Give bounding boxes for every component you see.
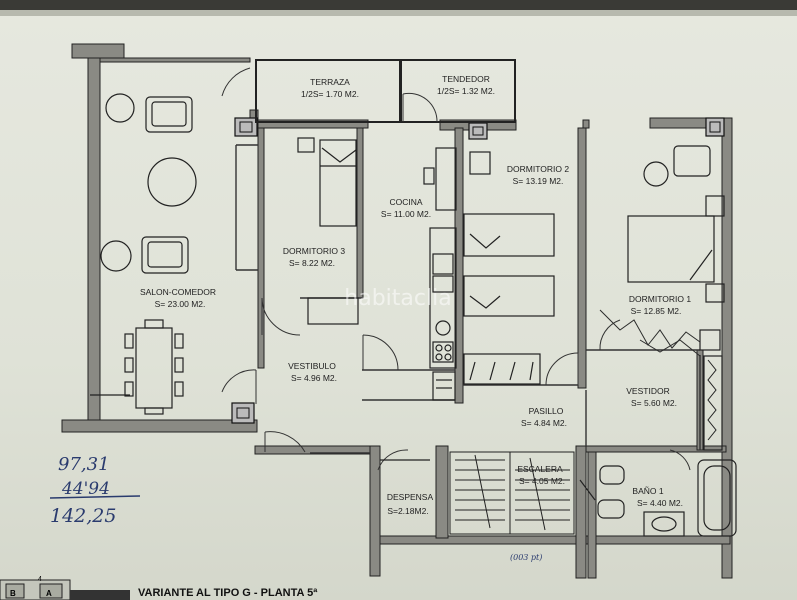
- paper-top-edge: [0, 0, 797, 12]
- dormitorio-3-furniture: [297, 137, 359, 325]
- pasillo-label: PASILLO: [529, 406, 564, 416]
- despensa-area: S=2.18M2.: [387, 506, 428, 516]
- terraza-area: 1/2S= 1.70 M2.: [301, 89, 359, 99]
- dormitorio-3-area: S= 8.22 M2.: [289, 258, 335, 268]
- key-a: A: [46, 589, 52, 598]
- vestidor-area: S= 5.60 M2.: [631, 398, 677, 408]
- escalera-label: ESCALERA: [517, 464, 563, 474]
- dormitorio-1-label: DORMITORIO 1: [629, 294, 691, 304]
- bano-fixtures: [380, 459, 737, 537]
- dormitorio-2-label: DORMITORIO 2: [507, 164, 569, 174]
- hand-total-2: 44'94: [61, 479, 110, 499]
- bano-1-area: S= 4.40 M2.: [637, 498, 683, 508]
- hand-total-1: 97,31: [58, 454, 110, 475]
- plan-title: VARIANTE AL TIPO G - PLANTA 5ª: [138, 587, 318, 599]
- cocina-furniture: [423, 147, 457, 401]
- salon-comedor-area: S= 23.00 M2.: [155, 299, 206, 309]
- terraza-label: TERRAZA: [310, 77, 350, 87]
- watermark: habitaclia: [344, 286, 451, 311]
- vestidor-racks: [707, 359, 717, 441]
- stair-key: [0, 579, 130, 600]
- key-number: 4: [38, 576, 42, 583]
- salon-furniture: [90, 93, 197, 415]
- despensa-label: DESPENSA: [387, 492, 434, 502]
- stairs: [449, 451, 575, 535]
- dormitorio-1-furniture: [627, 145, 725, 451]
- room-labels: TERRAZA 1/2S= 1.70 M2. TENDEDOR 1/2S= 1.…: [140, 74, 691, 516]
- vestibulo-label: VESTIBULO: [288, 361, 336, 371]
- escalera-area: S= 4.05 M2.: [519, 476, 565, 486]
- salon-comedor-label: SALON-COMEDOR: [140, 287, 216, 297]
- terrace-outline: [255, 59, 516, 123]
- cocina-label: COCINA: [389, 197, 422, 207]
- key-b: B: [10, 589, 16, 598]
- bano-1-label: BAÑO 1: [632, 486, 663, 496]
- tendedor-label: TENDEDOR: [442, 74, 490, 84]
- vestibulo-area: S= 4.96 M2.: [291, 373, 337, 383]
- tendedor-area: 1/2S= 1.32 M2.: [437, 86, 495, 96]
- hand-small-note: (003 pt): [510, 553, 542, 562]
- vestidor-label: VESTIDOR: [626, 386, 669, 396]
- pasillo-area: S= 4.84 M2.: [521, 418, 567, 428]
- door-swings: [221, 67, 691, 471]
- dormitorio-3-label: DORMITORIO 3: [283, 246, 345, 256]
- pencil-scribbles: [599, 309, 701, 357]
- dormitorio-2-area: S= 13.19 M2.: [513, 176, 564, 186]
- hand-total-sum: 142,25: [50, 505, 116, 527]
- dormitorio-1-area: S= 12.85 M2.: [631, 306, 682, 316]
- cocina-area: S= 11.00 M2.: [381, 209, 431, 219]
- dormitorio-2-furniture: [463, 151, 555, 385]
- handwritten-notes: 97,31 44'94 142,25 (003 pt): [49, 454, 542, 562]
